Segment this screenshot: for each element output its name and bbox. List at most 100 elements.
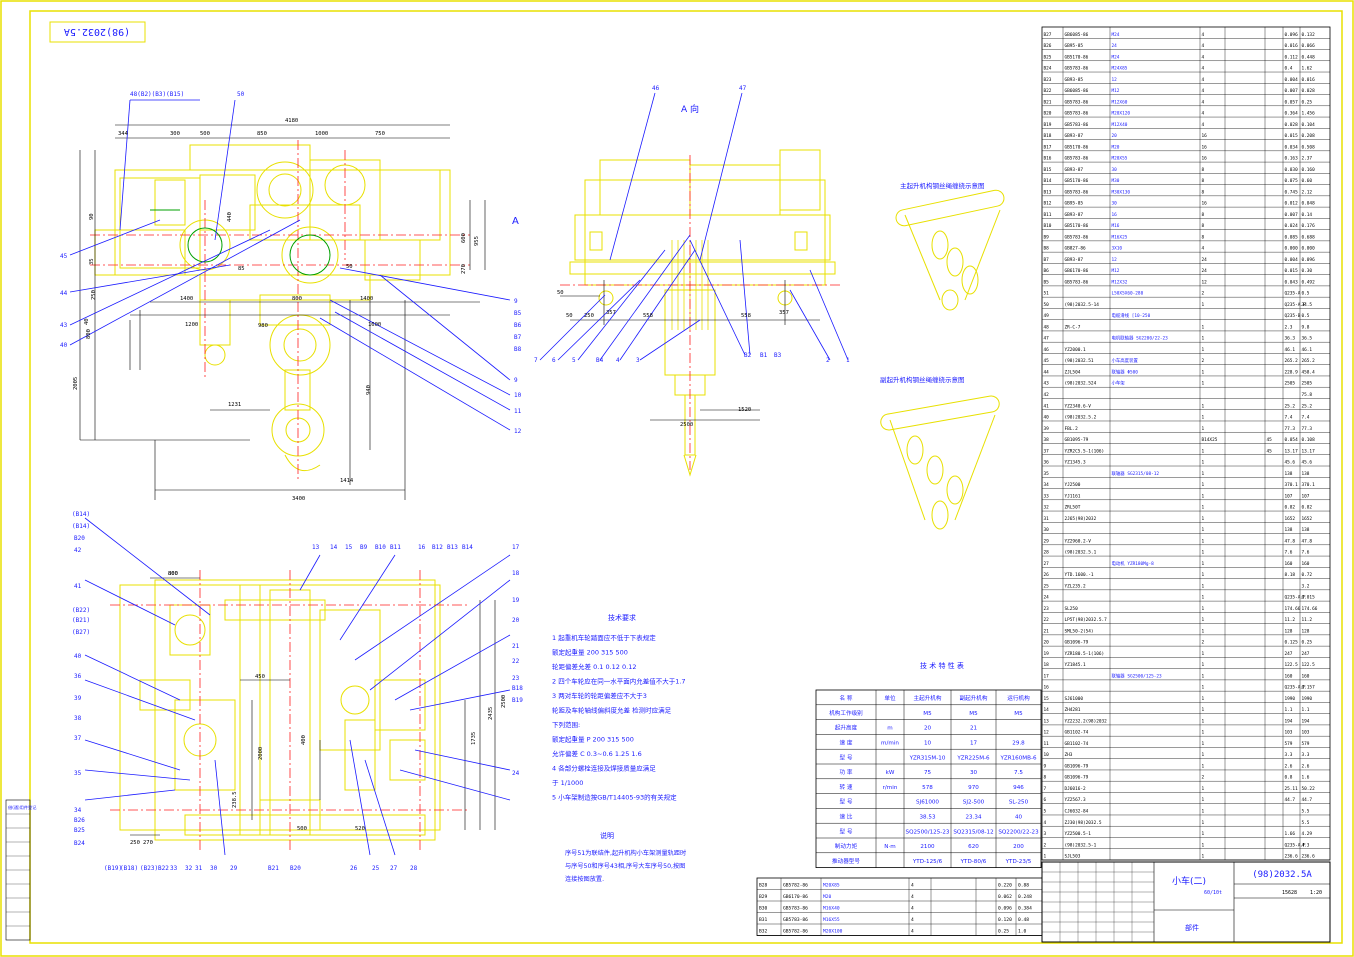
bom-cell-28-6: 46.1 xyxy=(1285,347,1296,353)
bom-cell-17-7: 0.176 xyxy=(1302,223,1316,229)
bom-cell-71-6: 1.66 xyxy=(1285,831,1296,837)
bom-cell-19-7: 0.000 xyxy=(1302,246,1316,252)
bom-cell-36-6: 0.054 xyxy=(1285,437,1299,443)
bom-cell-39-6: 138 xyxy=(1285,471,1293,477)
bottom-bom-cell-0-2: M20X85 xyxy=(823,883,840,889)
view-a-leaders xyxy=(539,92,849,361)
callout-view-a-2: 7 xyxy=(534,357,538,364)
bom-cell-33-6: 25.2 xyxy=(1285,403,1296,409)
bom-cell-23-3: 2 xyxy=(1202,291,1205,297)
callout-bottom-44: 31 xyxy=(195,865,203,872)
bom-cell-45-6: 47.8 xyxy=(1285,538,1296,544)
bom-cell-46-0: 28 xyxy=(1044,550,1050,556)
dimension-view-a-0: 357 xyxy=(606,310,616,316)
bottom-bom-cell-4-6: 0.25 xyxy=(998,929,1009,935)
bom-cell-56-1: YZ1845.1 xyxy=(1065,662,1087,668)
bom-cell-2-2: M24 xyxy=(1112,54,1120,60)
bom-cell-53-1: SML50-2(54) xyxy=(1065,628,1094,634)
bom-cell-0-1: GB6085-86 xyxy=(1065,32,1089,38)
bom-cell-45-3: 1 xyxy=(1202,538,1205,544)
callout-bottom-51: B21 xyxy=(268,865,279,872)
bom-cell-24-3: 1 xyxy=(1202,302,1205,308)
bom-cell-60-1: ZH4281 xyxy=(1065,707,1081,713)
bom-cell-17-2: M16 xyxy=(1112,223,1120,229)
bom-cell-36-0: 38 xyxy=(1044,437,1050,443)
bom-cell-21-2: M12 xyxy=(1112,268,1120,274)
bom-cell-57-2: 联轴器 SG2500/125-23 xyxy=(1112,672,1163,679)
bom-cell-72-7: 4.3 xyxy=(1302,842,1310,848)
bottom-bom-cell-1-0: B29 xyxy=(759,894,768,900)
bom-cell-19-3: 4 xyxy=(1202,246,1205,252)
bom-cell-49-1: YZL235.2 xyxy=(1065,583,1087,589)
bottom-bom-cell-3-0: B31 xyxy=(759,917,768,923)
bom-cell-65-1: GB1096-79 xyxy=(1065,763,1089,769)
bom-cell-29-0: 45 xyxy=(1044,358,1050,364)
bom-cell-31-6: 2505 xyxy=(1285,381,1296,387)
bom-cell-58-7: 0.157 xyxy=(1302,685,1316,691)
bottom-bom-cell-0-3: 4 xyxy=(911,883,914,889)
bom-cell-18-1: GB5783-86 xyxy=(1065,234,1089,240)
bom-cell-11-7: 2.37 xyxy=(1302,156,1313,162)
callout-view-a-3: 6 xyxy=(552,357,556,364)
callout-top-left-1: 50 xyxy=(237,91,245,98)
callout-top-left-2: 45 xyxy=(60,253,68,260)
tech-cell-8-2: 38.53 xyxy=(919,814,935,820)
bom-cell-27-3: 1 xyxy=(1202,336,1205,342)
bom-cell-42-0: 32 xyxy=(1044,505,1050,511)
bom-cell-24-7: 34.5 xyxy=(1302,302,1313,308)
bom-cell-49-3: 1 xyxy=(1202,583,1205,589)
bom-cell-47-6: 160 xyxy=(1285,561,1293,567)
bom-cell-26-0: 48 xyxy=(1044,324,1050,330)
tech-cell-0-4: 运行机构 xyxy=(1007,694,1030,702)
bom-cell-18-7: 0.688 xyxy=(1302,234,1316,240)
bom-cell-8-3: 4 xyxy=(1202,122,1205,128)
callout-bottom-0: (B14) xyxy=(72,511,90,518)
notes2-title: 说明 xyxy=(600,831,614,840)
bottom-bom-cell-2-0: B30 xyxy=(759,906,768,912)
bom-cell-20-3: 24 xyxy=(1202,257,1208,263)
notes-line-0: 1 起重机车轮踏面应不低于下表规定 xyxy=(552,633,656,642)
bom-cell-52-3: 1 xyxy=(1202,617,1205,623)
dimension-top-15: 3400 xyxy=(292,496,305,502)
bom-cell-48-0: 26 xyxy=(1044,572,1050,578)
bom-cell-35-3: 1 xyxy=(1202,426,1205,432)
bom-cell-25-0: 49 xyxy=(1044,313,1050,319)
bom-cell-51-6: 174.66 xyxy=(1285,606,1301,612)
bom-cell-31-3: 1 xyxy=(1202,381,1205,387)
bom-cell-59-7: 1990 xyxy=(1302,696,1313,702)
callout-view-a-1: 47 xyxy=(739,85,747,92)
dimension-top-7: 1400 xyxy=(180,296,193,302)
callout-bottom-8: 40 xyxy=(74,653,82,660)
corner-stamp-text: (98)2032.5A xyxy=(64,26,130,37)
callout-bottom-6: (B21) xyxy=(72,617,90,624)
bom-cell-7-7: 1.456 xyxy=(1302,111,1316,117)
bom-cell-15-6: 0.012 xyxy=(1285,201,1299,207)
plan-centerlines xyxy=(90,140,470,480)
callout-top-left-5: 40 xyxy=(60,342,68,349)
tech-cell-8-3: 23.34 xyxy=(965,814,981,820)
bom-cell-22-7: 0.492 xyxy=(1302,279,1316,285)
bom-cell-39-3: 1 xyxy=(1202,471,1205,477)
callout-bottom-48: (B18) xyxy=(120,865,138,872)
bom-cell-28-0: 46 xyxy=(1044,347,1050,353)
dimension-top-5: 1000 xyxy=(315,131,328,137)
bom-cell-73-0: 1 xyxy=(1044,854,1047,860)
bom-cell-73-7: 236.6 xyxy=(1302,854,1316,860)
bom-cell-36-1: GB1095-79 xyxy=(1065,437,1089,443)
callout-top-left-13: 11 xyxy=(514,408,522,415)
bom-cell-47-0: 27 xyxy=(1044,561,1050,567)
bom-cell-39-7: 138 xyxy=(1302,471,1310,477)
bom-cell-55-6: 247 xyxy=(1285,651,1293,657)
bom-cell-38-1: YZ1345.3 xyxy=(1065,460,1087,466)
bom-cell-72-3: 1 xyxy=(1202,842,1205,848)
bottom-bom-cell-3-3: 4 xyxy=(911,917,914,923)
bom-cell-57-3: 1 xyxy=(1202,673,1205,679)
tech-cell-9-4: SQ2200/22-23 xyxy=(998,829,1039,835)
callout-bottom-4: 41 xyxy=(74,583,82,590)
bom-cell-69-0: 5 xyxy=(1044,808,1047,814)
bom-cell-42-1: ZRL50T xyxy=(1065,505,1081,511)
bom-cell-53-6: 128 xyxy=(1285,628,1293,634)
bom-cell-5-0: B22 xyxy=(1044,88,1052,94)
bom-cell-48-6: 8.18 xyxy=(1285,572,1296,578)
